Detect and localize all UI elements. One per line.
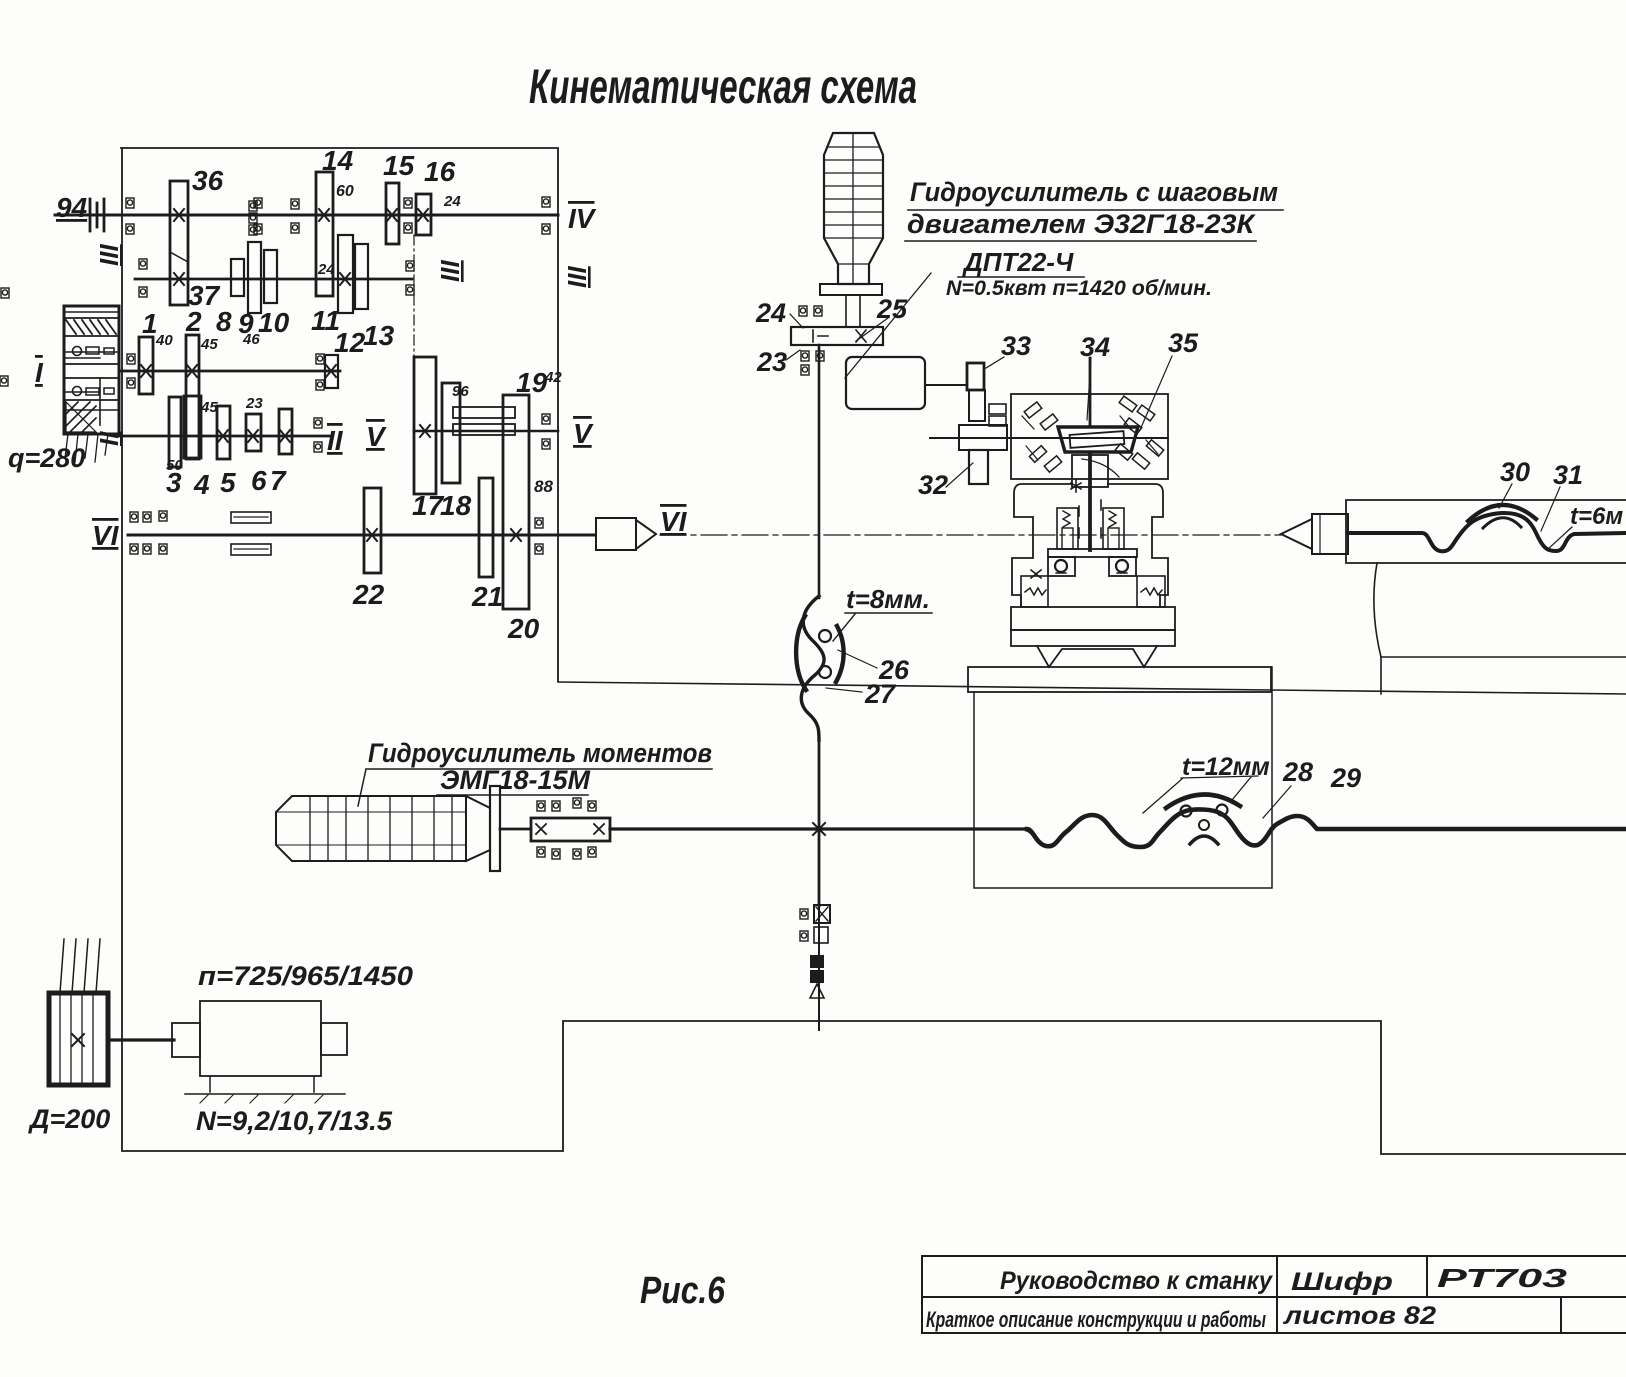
svg-text:Краткое описание конструкции и: Краткое описание конструкции и работы	[926, 1307, 1266, 1332]
svg-text:7: 7	[270, 465, 287, 496]
svg-text:37: 37	[188, 280, 221, 311]
svg-text:1: 1	[142, 308, 158, 339]
svg-text:VI: VI	[92, 520, 120, 551]
svg-text:33: 33	[1001, 331, 1031, 361]
svg-text:94: 94	[56, 192, 88, 223]
svg-text:25: 25	[876, 294, 908, 324]
svg-text:ДПТ22-Ч: ДПТ22-Ч	[962, 247, 1074, 277]
svg-text:88: 88	[534, 477, 553, 496]
svg-text:N=9,2/10,7/13.5: N=9,2/10,7/13.5	[196, 1106, 393, 1136]
svg-text:9: 9	[238, 308, 254, 339]
svg-text:4: 4	[193, 469, 210, 500]
svg-text:8: 8	[216, 306, 232, 337]
svg-text:Кинематическая схема: Кинематическая схема	[529, 61, 917, 114]
svg-text:двигателем Э32Г18-23К: двигателем Э32Г18-23К	[907, 209, 1257, 239]
svg-text:45: 45	[200, 336, 218, 353]
svg-text:III: III	[94, 244, 124, 266]
svg-text:II: II	[327, 425, 344, 456]
svg-text:N=0.5квт п=1420 об/мин.: N=0.5квт п=1420 об/мин.	[946, 277, 1212, 300]
svg-text:РТ703: РТ703	[1437, 1263, 1568, 1293]
svg-text:V: V	[573, 418, 594, 449]
svg-text:Рис.6: Рис.6	[640, 1270, 726, 1312]
svg-text:96: 96	[452, 383, 469, 400]
svg-text:24: 24	[317, 261, 335, 278]
svg-text:2: 2	[185, 306, 202, 337]
svg-text:14: 14	[322, 145, 354, 176]
svg-text:Шифр: Шифр	[1291, 1268, 1393, 1296]
svg-text:27: 27	[864, 679, 897, 709]
svg-text:п=725/965/1450: п=725/965/1450	[198, 961, 413, 991]
svg-text:46: 46	[242, 331, 260, 348]
svg-text:VI: VI	[660, 506, 688, 537]
svg-text:IV: IV	[568, 203, 597, 234]
svg-text:6: 6	[251, 465, 267, 496]
svg-text:t=6м: t=6м	[1570, 503, 1623, 530]
svg-text:36: 36	[192, 165, 224, 196]
svg-text:32: 32	[918, 470, 948, 500]
svg-text:31: 31	[1553, 460, 1583, 490]
svg-text:5: 5	[220, 467, 236, 498]
svg-text:11: 11	[311, 305, 340, 336]
svg-text:3: 3	[166, 467, 182, 498]
svg-text:Гидроусилитель моментов: Гидроусилитель моментов	[368, 738, 712, 768]
svg-text:45: 45	[200, 399, 218, 416]
svg-text:q=280: q=280	[8, 443, 85, 473]
svg-text:35: 35	[1168, 328, 1199, 358]
svg-text:10: 10	[258, 307, 290, 338]
svg-text:Руководство к станку: Руководство к станку	[1000, 1267, 1273, 1295]
svg-text:18: 18	[440, 490, 472, 521]
svg-text:19: 19	[516, 367, 548, 398]
svg-text:23: 23	[756, 347, 787, 377]
svg-text:21: 21	[471, 581, 503, 612]
svg-text:Д=200: Д=200	[28, 1104, 110, 1134]
svg-text:III: III	[435, 260, 465, 282]
svg-text:17: 17	[412, 490, 445, 521]
svg-text:30: 30	[1500, 457, 1530, 487]
svg-text:16: 16	[424, 156, 456, 187]
svg-text:20: 20	[507, 613, 540, 644]
svg-text:I: I	[35, 357, 44, 388]
svg-text:40: 40	[155, 332, 173, 349]
svg-text:t=8мм.: t=8мм.	[846, 584, 930, 614]
svg-text:22: 22	[352, 579, 385, 610]
svg-text:34: 34	[1080, 332, 1110, 362]
svg-text:26: 26	[878, 655, 910, 685]
svg-text:50: 50	[166, 457, 183, 474]
svg-text:24: 24	[755, 298, 786, 328]
svg-text:13: 13	[363, 320, 395, 351]
svg-text:28: 28	[1282, 757, 1313, 787]
svg-text:60: 60	[336, 183, 354, 200]
svg-text:15: 15	[383, 150, 415, 181]
svg-text:29: 29	[1330, 763, 1361, 793]
svg-text:ЭМГ18-15М: ЭМГ18-15М	[440, 765, 591, 795]
svg-text:23: 23	[245, 395, 263, 412]
svg-text:12: 12	[334, 327, 366, 358]
svg-text:42: 42	[544, 369, 562, 386]
svg-text:листов 82: листов 82	[1283, 1302, 1436, 1330]
svg-text:V: V	[366, 421, 387, 452]
svg-text:24: 24	[443, 193, 461, 210]
svg-text:III: III	[562, 266, 592, 288]
svg-text:Гидроусилитель с шаговым: Гидроусилитель с шаговым	[910, 177, 1278, 207]
